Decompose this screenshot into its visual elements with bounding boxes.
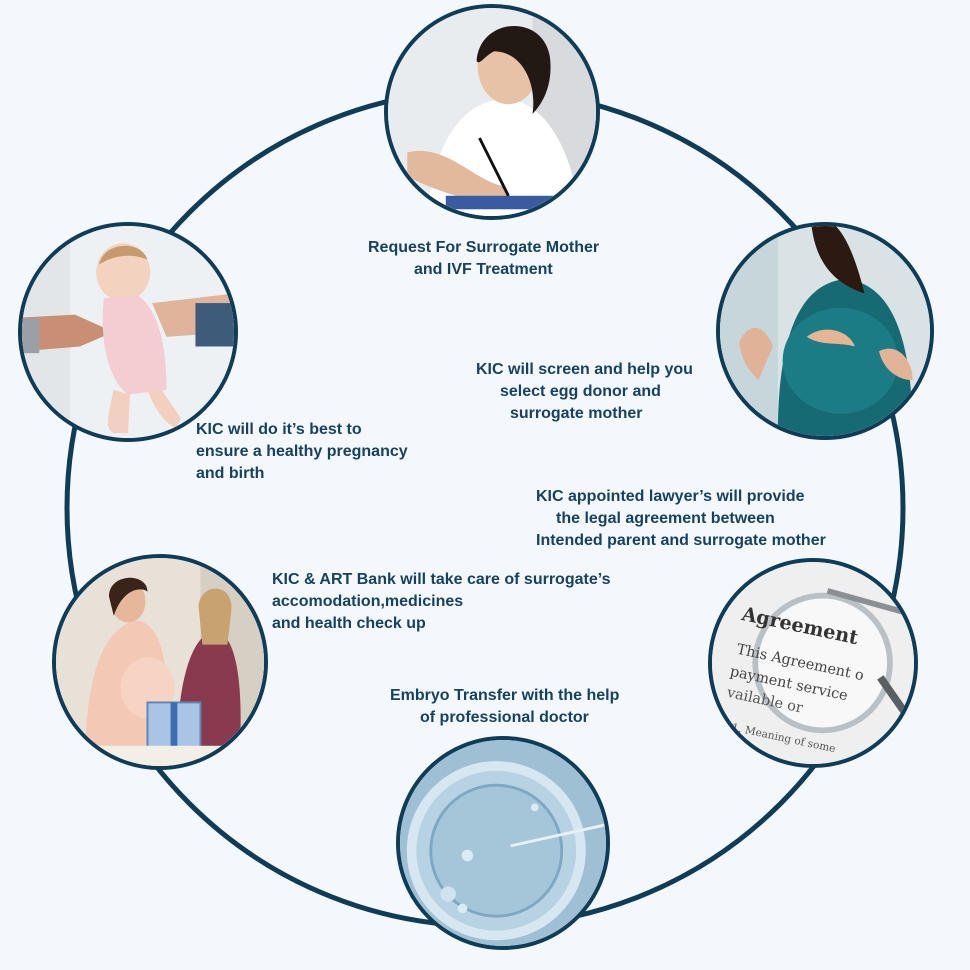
step-birth-line-2: ensure a healthy pregnancy [196, 443, 408, 460]
step-screen-line-1: KIC will screen and help you [476, 361, 693, 378]
step-care-line-1: KIC & ART Bank will take care of surroga… [272, 571, 611, 588]
step-care-line-3: and health check up [272, 615, 426, 632]
step-screen-line-2: select egg donor and [500, 383, 661, 400]
agreement-document-photo: Agreement This Agreement o payment servi… [708, 558, 918, 768]
step-legal-line-2: the legal agreement between [556, 510, 775, 527]
step-screen-line-3: surrogate mother [510, 405, 643, 422]
woman-writing-photo [384, 4, 600, 220]
step-embryo-line-1: Embryo Transfer with the help [390, 687, 620, 704]
pregnant-women-gift-photo [52, 554, 268, 770]
step-screen-label: KIC will screen and help you select egg … [476, 359, 693, 425]
step-request-label: Request For Surrogate Mother and IVF Tre… [368, 237, 599, 281]
step-legal-line-3: Intended parent and surrogate mother [536, 532, 826, 549]
step-legal-label: KIC appointed lawyer’s will provide the … [536, 486, 826, 552]
step-legal-line-1: KIC appointed lawyer’s will provide [536, 488, 805, 505]
step-embryo-line-2: of professional doctor [420, 709, 589, 726]
step-birth-label: KIC will do it’s best to ensure a health… [196, 419, 408, 485]
step-care-label: KIC & ART Bank will take care of surroga… [272, 569, 610, 635]
step-birth-line-1: KIC will do it’s best to [196, 421, 362, 438]
step-embryo-label: Embryo Transfer with the help of profess… [390, 685, 619, 729]
step-care-line-2: accomodation,medicines [272, 593, 464, 610]
embryo-microscope-photo [396, 736, 610, 950]
step-request-line-1: Request For Surrogate Mother [368, 239, 600, 256]
baby-held-photo [18, 222, 238, 442]
step-request-line-2: and IVF Treatment [414, 261, 553, 278]
step-birth-line-3: and birth [196, 465, 265, 482]
pregnant-woman-photo [716, 222, 934, 440]
